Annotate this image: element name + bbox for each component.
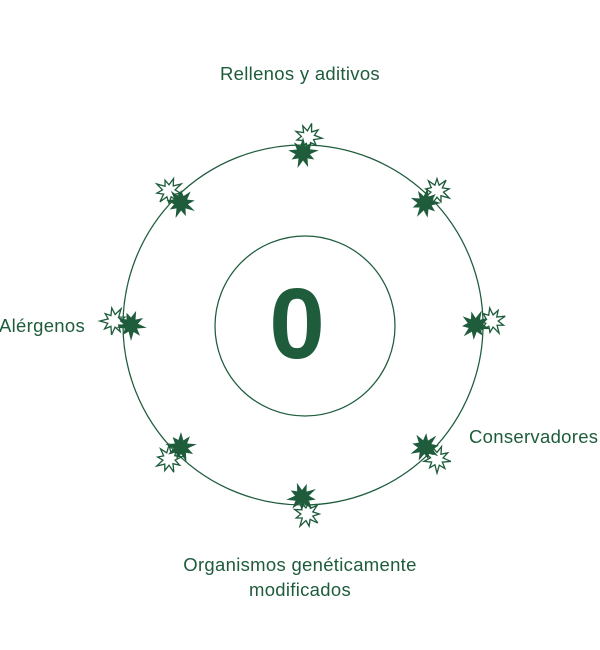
- center-zero-value: 0: [269, 268, 325, 380]
- label-allergens: Alérgenos: [0, 315, 86, 336]
- starburst-icon-top: [288, 119, 326, 168]
- starburst-icon-top-right: [407, 171, 458, 221]
- label-fillers-additives: Rellenos y aditivos: [220, 63, 380, 84]
- starburst-icon-bottom-left: [150, 429, 200, 478]
- label-gmo-line1: Organismos genéticamente: [183, 554, 417, 575]
- starburst-icon-top-left: [148, 171, 203, 225]
- label-gmo-line2: modificados: [248, 578, 351, 600]
- starburst-icon-bottom-right: [403, 425, 454, 476]
- inner-circle: [214, 235, 396, 417]
- label-gmo: Organismos genéticamente modificados: [0, 553, 600, 602]
- label-preservatives: Conservadores: [469, 426, 599, 447]
